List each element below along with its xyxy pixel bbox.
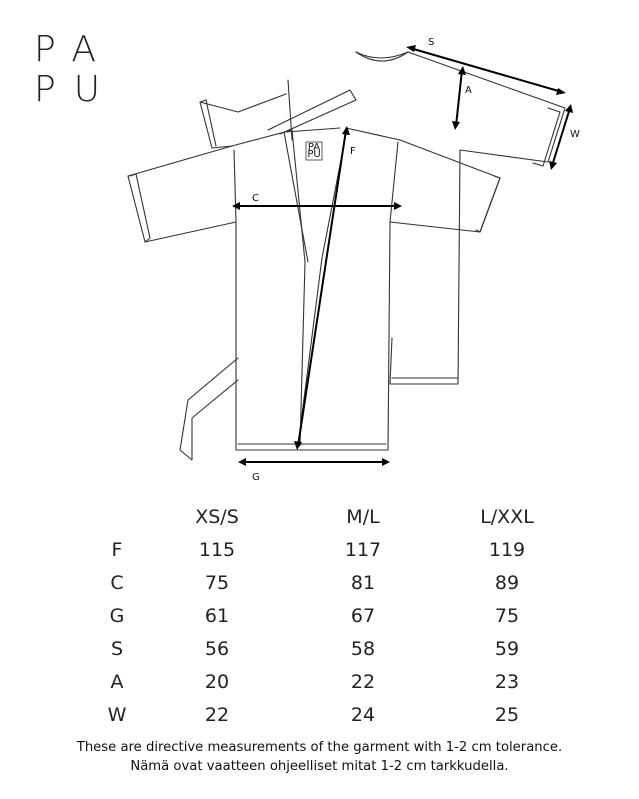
brand-logo: PA PU — [34, 30, 124, 110]
arrowhead-c-right — [394, 202, 402, 210]
back-garment-outline — [199, 51, 566, 385]
label-s: S — [428, 37, 434, 48]
arrowhead-w-top — [565, 104, 573, 113]
label-f: F — [350, 146, 356, 157]
header-cell-l-xxl: L/XXL — [480, 506, 534, 528]
measure-a-line — [455, 69, 463, 127]
row-value-m-l: 81 — [350, 572, 376, 594]
table-row: C 75 81 89 — [0, 572, 639, 602]
row-value-xs-s: 20 — [204, 671, 230, 693]
arrowhead-a-bottom — [452, 121, 460, 130]
front-garment-left-cuff — [129, 173, 151, 243]
row-value-xs-s: 75 — [204, 572, 230, 594]
measure-f-line — [297, 129, 347, 447]
arrowhead-s-end — [556, 88, 566, 95]
back-garment-neckline — [355, 51, 409, 62]
header-cell-xs-s: XS/S — [195, 506, 239, 528]
measure-s-line — [409, 47, 563, 93]
neck-label-line-1: PA — [308, 142, 320, 153]
row-value-m-l: 22 — [350, 671, 376, 693]
row-label: C — [110, 572, 124, 594]
arrowhead-c-left — [232, 202, 240, 210]
table-row: W 22 24 25 — [0, 704, 639, 734]
front-garment-right-cuff — [475, 175, 501, 233]
row-value-xs-s: 22 — [204, 704, 230, 726]
row-label: A — [110, 671, 124, 693]
row-value-m-l: 117 — [344, 539, 382, 561]
row-label: G — [109, 605, 125, 627]
belt-top — [267, 89, 357, 135]
neck-label — [305, 141, 323, 161]
label-c: C — [252, 193, 259, 204]
arrowhead-f-top — [342, 126, 350, 135]
label-a: A — [465, 85, 472, 96]
label-w: W — [570, 129, 580, 140]
row-value-xs-s: 56 — [204, 638, 230, 660]
arrowhead-w-bottom — [549, 161, 557, 170]
note-finnish: Nämä ovat vaatteen ohjeelliset mitat 1-2… — [130, 759, 509, 774]
row-value-xs-s: 115 — [198, 539, 236, 561]
arrowhead-f-bottom — [294, 441, 302, 450]
row-value-xs-s: 61 — [204, 605, 230, 627]
row-value-l-xxl: 75 — [494, 605, 520, 627]
row-label: W — [107, 704, 127, 726]
front-garment-collar — [283, 127, 341, 263]
brand-logo-line-2: PU — [34, 69, 119, 110]
neck-label-line-2: PU — [307, 149, 320, 160]
back-garment-left-hem — [199, 99, 217, 147]
row-value-m-l: 24 — [350, 704, 376, 726]
table-row: S 56 58 59 — [0, 638, 639, 668]
belt-bottom — [179, 357, 239, 461]
row-value-l-xxl: 59 — [494, 638, 520, 660]
row-value-m-l: 58 — [350, 638, 376, 660]
table-row: F 115 117 119 — [0, 539, 639, 569]
table-row: A 20 22 23 — [0, 671, 639, 701]
measure-w-line — [551, 107, 571, 167]
row-value-l-xxl: 89 — [494, 572, 520, 594]
header-cell-m-l: M/L — [346, 506, 380, 528]
back-garment-sleeve-hem — [532, 107, 561, 167]
front-garment-outline — [127, 127, 501, 451]
row-label: F — [111, 539, 123, 561]
arrowhead-g-right — [382, 458, 390, 466]
garment-measurement-diagram: PA PU S A W F C G — [127, 37, 580, 483]
table-header-row: XS/S M/L L/XXL — [0, 506, 639, 536]
row-value-l-xxl: 119 — [488, 539, 526, 561]
front-garment-left-seam — [233, 149, 237, 223]
label-g: G — [252, 472, 260, 483]
arrowhead-s-start — [406, 45, 416, 52]
row-value-l-xxl: 23 — [494, 671, 520, 693]
arrowhead-g-left — [238, 458, 246, 466]
row-label: S — [110, 638, 124, 660]
brand-logo-line-1: PA — [34, 29, 115, 70]
front-garment-right-seam — [389, 141, 399, 223]
note-english: These are directive measurements of the … — [76, 740, 563, 755]
arrowhead-a-top — [458, 66, 466, 75]
row-value-m-l: 67 — [350, 605, 376, 627]
table-row: G 61 67 75 — [0, 605, 639, 635]
row-value-l-xxl: 25 — [494, 704, 520, 726]
